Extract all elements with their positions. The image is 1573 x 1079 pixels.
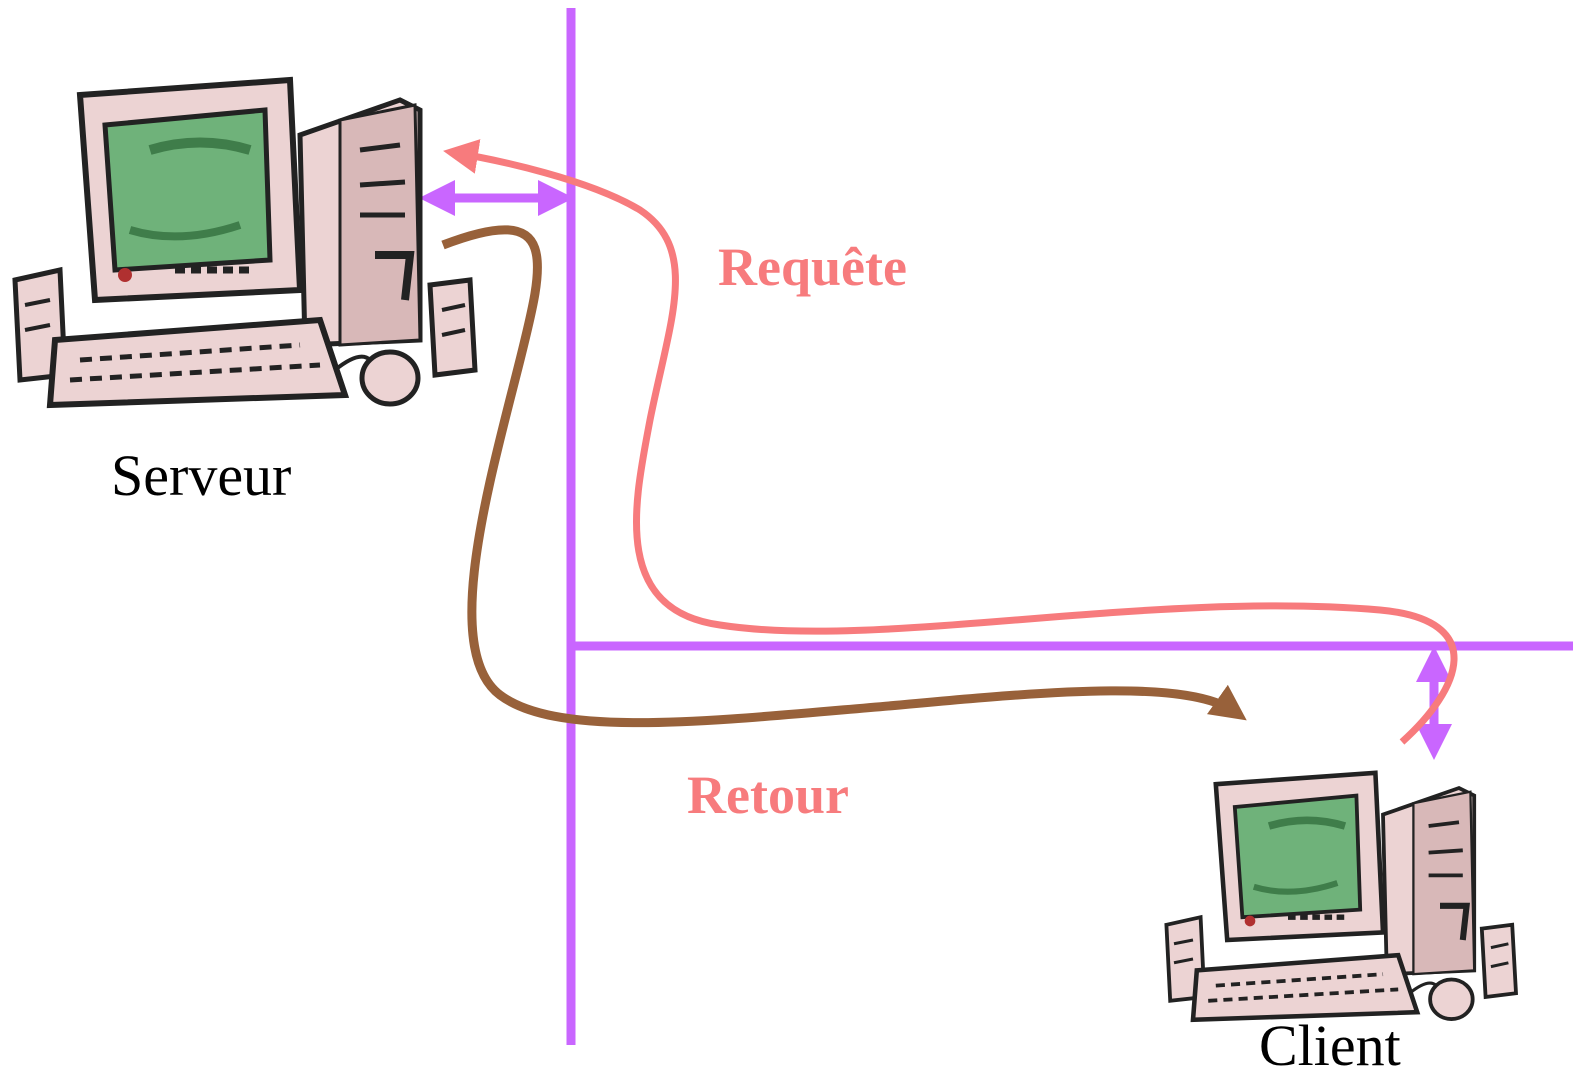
response-label: Retour (687, 765, 849, 825)
client-label: Client (1259, 1013, 1401, 1078)
server-label: Serveur (111, 443, 292, 508)
response-path (441, 225, 1247, 728)
request-path (443, 139, 1458, 745)
client-computer-icon (1166, 773, 1516, 1020)
request-label: Requête (718, 237, 907, 297)
server-computer-icon (15, 80, 475, 405)
